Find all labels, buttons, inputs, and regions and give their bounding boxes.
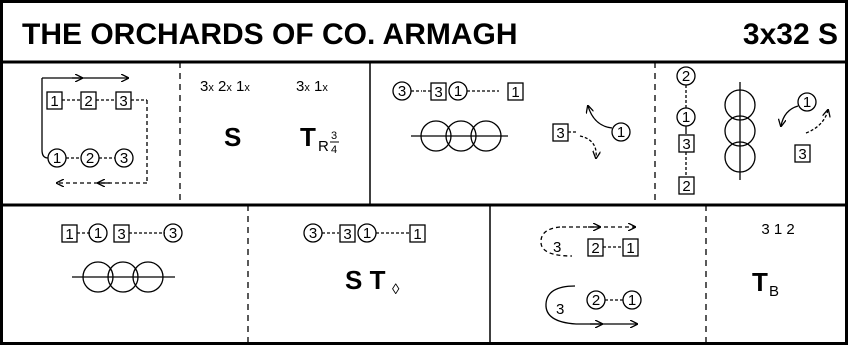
turn-figure: T — [300, 122, 316, 152]
svg-text:3x 2x 1x: 3x 2x 1x — [200, 78, 250, 95]
bar3-man-3: 3 — [434, 84, 442, 101]
turn-count-1: 1 — [314, 78, 322, 95]
bar7-man-1: 1 — [626, 240, 634, 257]
bar1-woman-1: 1 — [53, 150, 61, 167]
turn-count-3: 3 — [296, 78, 304, 95]
svg-text:3x 1x: 3x 1x — [296, 78, 328, 95]
bar6-man-1: 1 — [413, 226, 421, 243]
bar6-man-3: 3 — [343, 226, 351, 243]
bar4-woman-1: 1 — [682, 109, 690, 126]
bar3-man-1: 1 — [511, 84, 519, 101]
bar1-man-3: 3 — [119, 93, 127, 110]
bar7-woman-2: 2 — [592, 292, 600, 309]
bar7-woman-1: 1 — [628, 292, 636, 309]
bar5-woman-3: 3 — [169, 225, 177, 242]
step-count-2: 2 — [218, 78, 226, 95]
setting-step: S — [224, 122, 241, 152]
bar-5 — [61, 223, 183, 293]
dance-format: 3x32 S — [743, 18, 838, 51]
bar8-order: 3 1 2 — [761, 221, 794, 238]
turn-fraction-den: 4 — [331, 144, 337, 156]
bar-7 — [540, 227, 642, 324]
bar3-woman-3: 3 — [398, 83, 406, 100]
bar-3 — [392, 81, 631, 158]
bar-1 — [41, 78, 148, 183]
step-count-1: 1 — [236, 78, 244, 95]
bar6-figure-sub: ◊ — [392, 281, 400, 298]
bar1-man-1: 1 — [50, 93, 58, 110]
bar-4 — [676, 66, 828, 195]
bar1-woman-2: 2 — [86, 150, 94, 167]
bar4-woman-1-turn: 1 — [803, 94, 811, 111]
bar5-woman-1: 1 — [94, 225, 102, 242]
bar3-woman-1: 1 — [454, 83, 462, 100]
bar1-man-2: 2 — [84, 93, 92, 110]
bar8-figure: T — [752, 267, 768, 297]
bar4-woman-2: 2 — [682, 68, 690, 85]
turn-sub: R — [318, 138, 329, 155]
bar4-man-3-turn: 3 — [798, 146, 806, 163]
bar3-man-3-turn: 3 — [556, 125, 564, 142]
bar5-man-3: 3 — [117, 226, 125, 243]
bar8-figure-sub: B — [769, 283, 779, 300]
bar5-man-1: 1 — [65, 226, 73, 243]
step-count-3: 3 — [200, 78, 208, 95]
bar4-man-3: 3 — [682, 136, 690, 153]
bar6-woman-1: 1 — [363, 225, 371, 242]
bar-8: 3 1 2 T B — [752, 221, 795, 300]
bar7-woman-3: 3 — [556, 301, 564, 318]
turn-fraction-num: 3 — [331, 130, 337, 142]
bar7-man-3: 3 — [553, 239, 561, 256]
bar1-woman-3: 3 — [120, 150, 128, 167]
bar6-figure: S T — [345, 265, 386, 295]
dance-title: THE ORCHARDS OF CO. ARMAGH — [22, 18, 518, 51]
bar6-woman-3: 3 — [309, 225, 317, 242]
bar-6 — [303, 223, 426, 243]
bar7-man-2: 2 — [591, 240, 599, 257]
bar3-woman-1-turn: 1 — [617, 124, 625, 141]
bar4-man-2: 2 — [682, 178, 690, 195]
bar-2: 3x 2x 1x 3x 1x S T R 3 4 — [200, 78, 339, 156]
